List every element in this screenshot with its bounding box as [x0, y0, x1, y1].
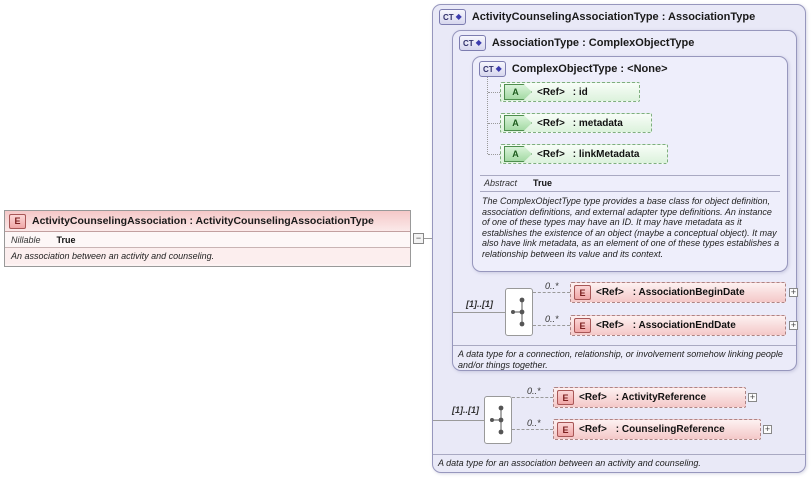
tree-connector	[488, 154, 500, 155]
type-annotation: A data type for an association between a…	[438, 458, 701, 468]
sequence-icon	[511, 297, 525, 327]
group-connector	[453, 312, 506, 313]
expand-button[interactable]: +	[789, 288, 798, 297]
expand-button[interactable]: +	[748, 393, 757, 402]
element-ref: <Ref>	[596, 320, 624, 331]
element-node-counseling-reference[interactable]: E <Ref> : CounselingReference	[553, 419, 761, 440]
element-name: : CounselingReference	[615, 424, 725, 435]
type-property-abstract: Abstract True	[484, 178, 552, 188]
type-header[interactable]: CT ◆ ActivityCounselingAssociationType :…	[433, 5, 805, 29]
attribute-node-link-metadata[interactable]: A <Ref> : linkMetadata	[500, 144, 668, 164]
type-title: AssociationType : ComplexObjectType	[491, 37, 695, 49]
property-separator	[480, 191, 780, 192]
type-header[interactable]: CT ◆ AssociationType : ComplexObjectType	[453, 31, 796, 55]
attribute-node-metadata[interactable]: A <Ref> : metadata	[500, 113, 652, 133]
element-title: ActivityCounselingAssociation : Activity…	[32, 215, 374, 227]
element-node-activity-counseling-association[interactable]: E ActivityCounselingAssociation : Activi…	[4, 210, 411, 267]
ct-badge-label: CT	[483, 64, 494, 74]
element-icon: E	[574, 318, 591, 333]
type-title: ComplexObjectType : <None>	[511, 63, 668, 75]
complex-type-icon: CT ◆	[439, 9, 466, 25]
element-icon: E	[557, 390, 574, 405]
collapse-expander[interactable]: −	[413, 233, 424, 244]
property-name: Nillable	[11, 234, 41, 245]
element-name: : ActivityReference	[615, 392, 707, 403]
attribute-ref: <Ref>	[537, 148, 565, 160]
plus-icon: +	[764, 424, 771, 434]
element-ref: <Ref>	[596, 287, 624, 298]
sequence-icon	[490, 405, 504, 435]
sequence-compositor[interactable]	[484, 396, 512, 444]
element-icon: E	[9, 213, 26, 229]
type-documentation: The ComplexObjectType type provides a ba…	[482, 196, 780, 259]
attribute-icon: A	[504, 84, 532, 100]
cardinality-label: 0..*	[545, 314, 559, 324]
element-properties: Nillable True	[5, 232, 410, 248]
property-value: True	[56, 234, 76, 245]
plus-icon: +	[749, 392, 756, 402]
element-icon: E	[557, 422, 574, 437]
annotation-separator	[453, 345, 796, 346]
element-icon: E	[574, 285, 591, 300]
annotation-separator	[433, 454, 805, 455]
expand-button[interactable]: +	[789, 321, 798, 330]
property-separator	[480, 175, 780, 176]
complex-type-icon: CT ◆	[459, 35, 486, 51]
element-ref: <Ref>	[579, 392, 607, 403]
tree-connector	[488, 123, 500, 124]
property-value: True	[533, 178, 553, 188]
attribute-ref: <Ref>	[537, 117, 565, 129]
occurrence-label: [1]..[1]	[452, 405, 479, 415]
complex-type-icon: CT ◆	[479, 61, 506, 77]
diamond-icon: ◆	[475, 38, 482, 47]
element-annotation: An association between an activity and c…	[5, 248, 410, 264]
type-title: ActivityCounselingAssociationType : Asso…	[471, 11, 756, 23]
attribute-icon: A	[504, 146, 532, 162]
cardinality-label: 0..*	[545, 281, 559, 291]
ct-badge-label: CT	[463, 38, 474, 48]
sequence-compositor[interactable]	[505, 288, 533, 336]
cardinality-label: 0..*	[527, 418, 541, 428]
child-connector	[512, 397, 553, 398]
attribute-node-id[interactable]: A <Ref> : id	[500, 82, 640, 102]
type-header[interactable]: CT ◆ ComplexObjectType : <None>	[473, 57, 787, 81]
element-name: : AssociationBeginDate	[632, 287, 745, 298]
plus-icon: +	[790, 320, 797, 330]
element-node-association-end-date[interactable]: E <Ref> : AssociationEndDate	[570, 315, 786, 336]
property-name: Abstract	[484, 178, 518, 188]
occurrence-label: [1]..[1]	[466, 299, 493, 309]
child-connector	[533, 292, 570, 293]
cardinality-label: 0..*	[527, 386, 541, 396]
tree-connector	[488, 92, 500, 93]
minus-icon: −	[415, 233, 422, 243]
tree-connector	[487, 77, 488, 154]
expand-button[interactable]: +	[763, 425, 772, 434]
attribute-name: : metadata	[572, 117, 623, 129]
connector-line	[424, 238, 432, 239]
plus-icon: +	[790, 287, 797, 297]
diamond-icon: ◆	[455, 12, 462, 21]
element-header[interactable]: E ActivityCounselingAssociation : Activi…	[5, 211, 410, 232]
diamond-icon: ◆	[495, 64, 502, 73]
attribute-name: : linkMetadata	[572, 148, 640, 160]
attribute-ref: <Ref>	[537, 86, 565, 98]
attribute-name: : id	[572, 86, 588, 98]
element-ref: <Ref>	[579, 424, 607, 435]
child-connector	[512, 429, 553, 430]
attribute-icon: A	[504, 115, 532, 131]
child-connector	[533, 325, 570, 326]
element-name: : AssociationEndDate	[632, 320, 736, 331]
element-node-association-begin-date[interactable]: E <Ref> : AssociationBeginDate	[570, 282, 786, 303]
type-annotation: A data type for a connection, relationsh…	[458, 349, 783, 370]
element-node-activity-reference[interactable]: E <Ref> : ActivityReference	[553, 387, 746, 408]
ct-badge-label: CT	[443, 12, 454, 22]
group-connector	[433, 420, 484, 421]
